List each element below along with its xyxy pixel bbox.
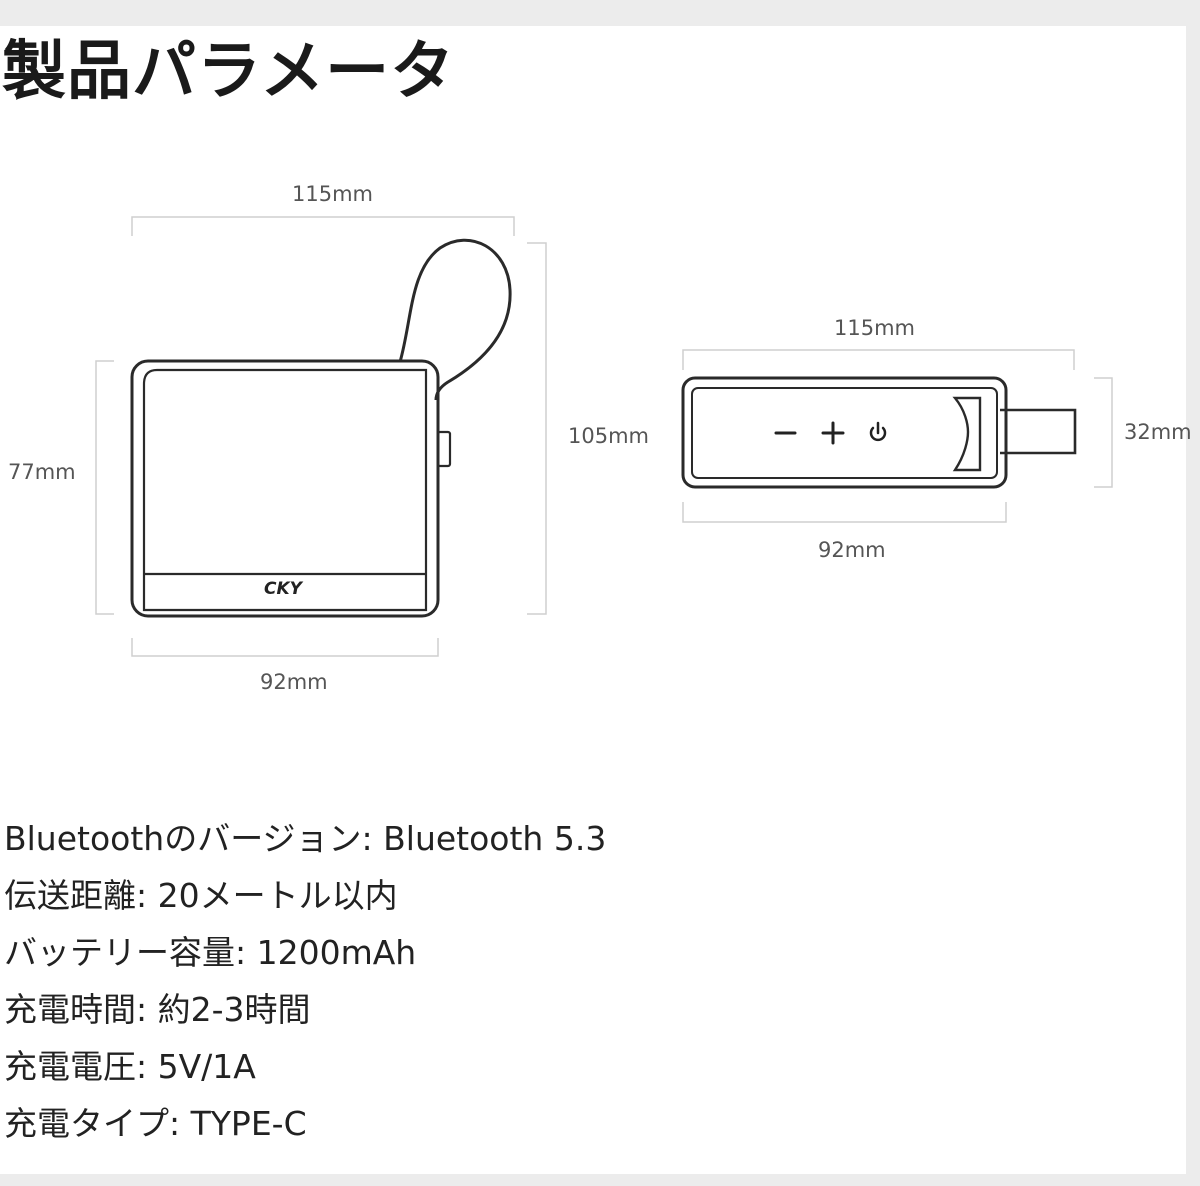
- front-height-left-label: 77mm: [8, 460, 76, 484]
- front-height-right-label: 105mm: [568, 424, 649, 448]
- spec-charging-voltage: 充電電圧: 5V/1A: [4, 1047, 256, 1086]
- front-width-top-label: 115mm: [292, 182, 373, 206]
- spec-bluetooth-version: Bluetoothのバージョン: Bluetooth 5.3: [4, 819, 607, 858]
- page-title: 製品パラメータ: [2, 35, 456, 109]
- top-view-dimension-lines: [682, 349, 1113, 523]
- speaker-panel: [142, 368, 428, 612]
- spec-charging-time: 充電時間: 約2-3時間: [4, 990, 311, 1029]
- spec-transmission-range: 伝送距離: 20メートル以内: [4, 876, 398, 915]
- front-view-speaker: [130, 238, 512, 618]
- strap-loop: [398, 238, 512, 401]
- logo-cky: CKY: [264, 579, 304, 599]
- strap-clip: [952, 396, 982, 472]
- top-view-body: [681, 376, 1008, 489]
- plus-icon: [821, 421, 845, 445]
- speaker-body: [130, 359, 440, 618]
- control-buttons: [774, 421, 887, 445]
- spec-charging-type: 充電タイプ: TYPE-C: [4, 1104, 307, 1143]
- top-width-bottom-label: 92mm: [818, 538, 886, 562]
- strap-end: [1000, 408, 1077, 455]
- spec-list: Bluetoothのバージョン: Bluetooth 5.3 伝送距離: 20メ…: [4, 810, 606, 1152]
- top-height-right-label: 32mm: [1124, 420, 1192, 444]
- top-view-speaker: [681, 376, 1077, 489]
- side-button: [436, 430, 452, 468]
- front-width-bottom-label: 92mm: [260, 670, 328, 694]
- power-icon: [869, 421, 887, 442]
- spec-battery-capacity: バッテリー容量: 1200mAh: [4, 933, 417, 972]
- top-view-inner: [691, 387, 998, 479]
- top-width-top-label: 115mm: [834, 316, 915, 340]
- front-view-dimension-lines: [95, 216, 547, 657]
